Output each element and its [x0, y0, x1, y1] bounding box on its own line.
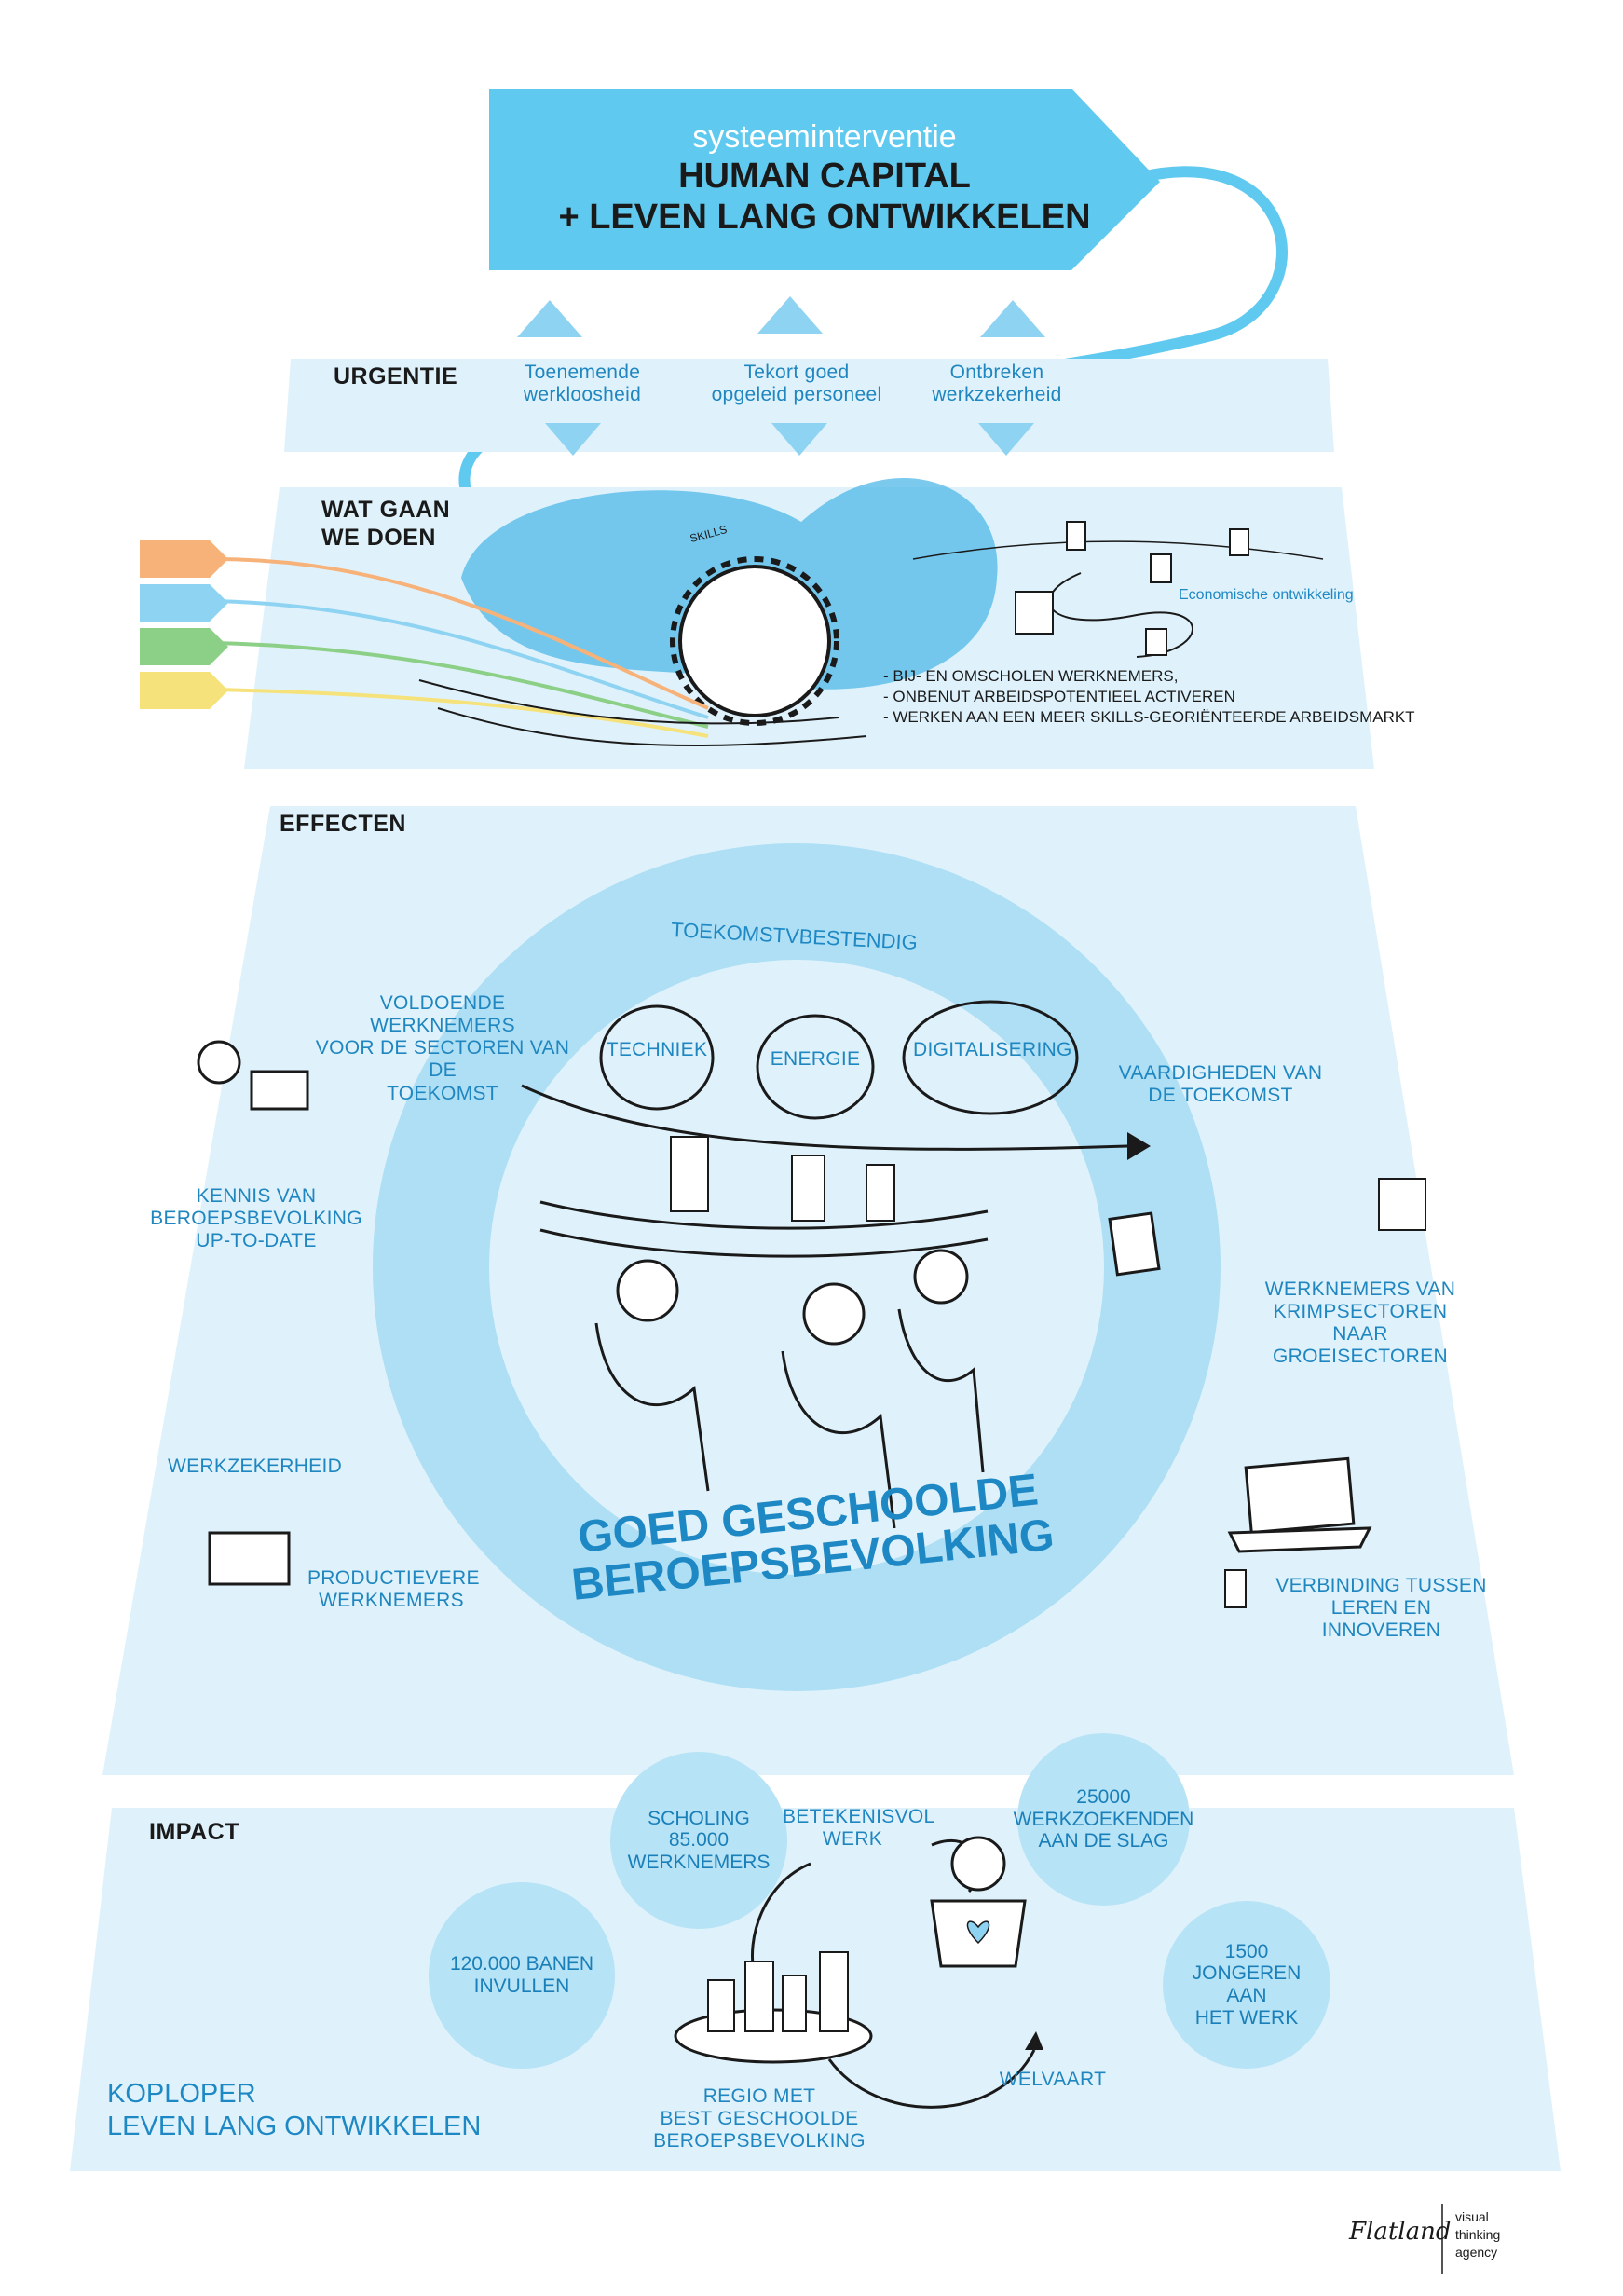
krimp-label: WERKNEMERS VAN KRIMPSECTOREN NAAR GROEIS… — [1264, 1278, 1456, 1368]
urgentie-triangle-1 — [517, 300, 582, 337]
header-banner — [489, 89, 1160, 270]
header-title-line1: HUMAN CAPITAL — [678, 157, 971, 196]
effecten-label: EFFECTEN — [280, 811, 406, 837]
urgentie-down-1 — [545, 423, 601, 456]
vaardigheden-label: VAARDIGHEDEN VAN DE TOEKOMST — [1118, 1062, 1323, 1107]
welvaart-label: WELVAART — [999, 2069, 1107, 2090]
logo-brand: Flatland — [1349, 2218, 1452, 2246]
logo-tagline: visual thinking agency — [1455, 2209, 1501, 2260]
bullet-2: - ONBENUT ARBEIDSPOTENTIEEL ACTIVEREN — [883, 688, 1235, 706]
future-arrow — [521, 1084, 1128, 1151]
bullet-3: - WERKEN AAN EEN MEER SKILLS-GEORIËNTEER… — [883, 708, 1415, 727]
betekenisvol-label: BETEKENISVOL WERK — [783, 1806, 935, 1851]
cycle-arrow-3 — [827, 2049, 1036, 2109]
tag-yellow — [140, 672, 228, 709]
urgentie-down-3 — [978, 423, 1034, 456]
urgentie-item-3: Ontbreken werkzekerheid — [932, 362, 1062, 406]
gear — [678, 565, 831, 718]
impact-panel — [70, 1808, 1561, 2171]
effect-inner — [489, 960, 1104, 1575]
regio-label: REGIO MET BEST GESCHOOLDE BEROEPSBEVOLKI… — [653, 2085, 866, 2152]
werkzekerheid-label: WERKZEKERHEID — [168, 1456, 343, 1477]
stream-green — [213, 641, 709, 729]
wat-label: WAT GAAN WE DOEN — [321, 497, 451, 551]
loop-label-techniek: TECHNIEK — [606, 1039, 708, 1060]
tag-green — [140, 628, 228, 665]
urgentie-panel — [284, 359, 1334, 452]
held-banner — [539, 1200, 989, 1230]
header-subtitle: systeeminterventie — [692, 119, 957, 155]
voldoende-label: VOLDOENDE WERKNEMERS VOOR DE SECTOREN VA… — [315, 992, 570, 1104]
loop-energie — [756, 1014, 875, 1120]
impact-label: IMPACT — [149, 1819, 239, 1845]
wat-bullets: - BIJ- EN OMSCHOLEN WERKNEMERS, - ONBENU… — [883, 666, 1415, 728]
impact-circle-banen: 120.000 BANEN INVULLEN — [429, 1882, 615, 2069]
economy-path — [912, 540, 1324, 560]
loop-digitalisering — [902, 1000, 1079, 1115]
tag-orange — [140, 540, 228, 578]
urgentie-triangle-2 — [757, 296, 823, 334]
stream-orange — [213, 557, 709, 710]
loop-label-digitalisering: DIGITALISERING — [913, 1039, 1072, 1060]
header-title-line2: + LEVEN LANG ONTWIKKELEN — [558, 198, 1091, 237]
impact-circle-werkzoekenden: 25000 WERKZOEKENDEN AAN DE SLAG — [1014, 1733, 1193, 1906]
impact-circle-scholing: SCHOLING 85.000 WERKNEMERS — [610, 1752, 787, 1929]
koploper-label: KOPLOPER LEVEN LANG ONTWIKKELEN — [107, 2079, 482, 2141]
stream-yellow — [213, 688, 709, 738]
econ-label: Economische ontwikkeling — [1179, 587, 1354, 603]
productievere-label: PRODUCTIEVERE WERKNEMERS — [307, 1567, 480, 1612]
tag-blue — [140, 584, 228, 622]
stream-blue — [213, 599, 709, 719]
loop-techniek — [599, 1004, 715, 1111]
impact-circle-jongeren: 1500 JONGEREN AAN HET WERK — [1163, 1901, 1330, 2069]
loop-label-energie: ENERGIE — [770, 1048, 861, 1070]
heart-icon — [966, 1920, 990, 1945]
bullet-1: - BIJ- EN OMSCHOLEN WERKNEMERS, — [883, 667, 1179, 685]
urgentie-label: URGENTIE — [334, 363, 458, 390]
urgentie-item-1: Toenemende werkloosheid — [523, 362, 642, 406]
verbinding-label: VERBINDING TUSSEN LEREN EN INNOVEREN — [1275, 1575, 1487, 1642]
urgentie-down-2 — [771, 423, 827, 456]
urgentie-triangle-3 — [980, 300, 1045, 337]
kennis-label: KENNIS VAN BEROEPSBEVOLKING UP-TO-DATE — [150, 1185, 362, 1252]
urgentie-item-2: Tekort goed opgeleid personeel — [711, 362, 882, 406]
